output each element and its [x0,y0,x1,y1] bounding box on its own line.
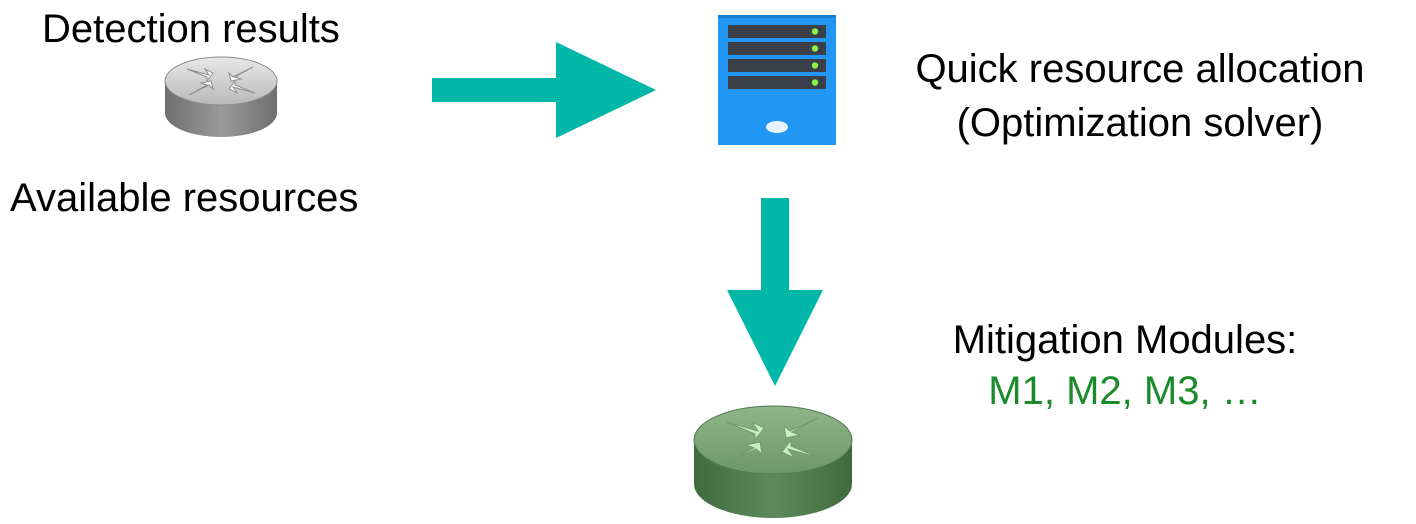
arrow-down-icon [727,198,823,386]
detection-results-label: Detection results [42,7,340,51]
server-icon [718,15,836,145]
allocation-label-line2: (Optimization solver) [956,101,1324,145]
allocation-label-line1: Quick resource allocation [915,47,1365,91]
arrow-right-icon [432,42,656,138]
gray-router-icon [164,56,278,137]
green-router-icon [693,405,853,518]
mitigation-modules-title: Mitigation Modules: [952,318,1298,362]
available-resources-label: Available resources [10,176,359,220]
mitigation-modules-list: M1, M2, M3, … [988,369,1262,413]
